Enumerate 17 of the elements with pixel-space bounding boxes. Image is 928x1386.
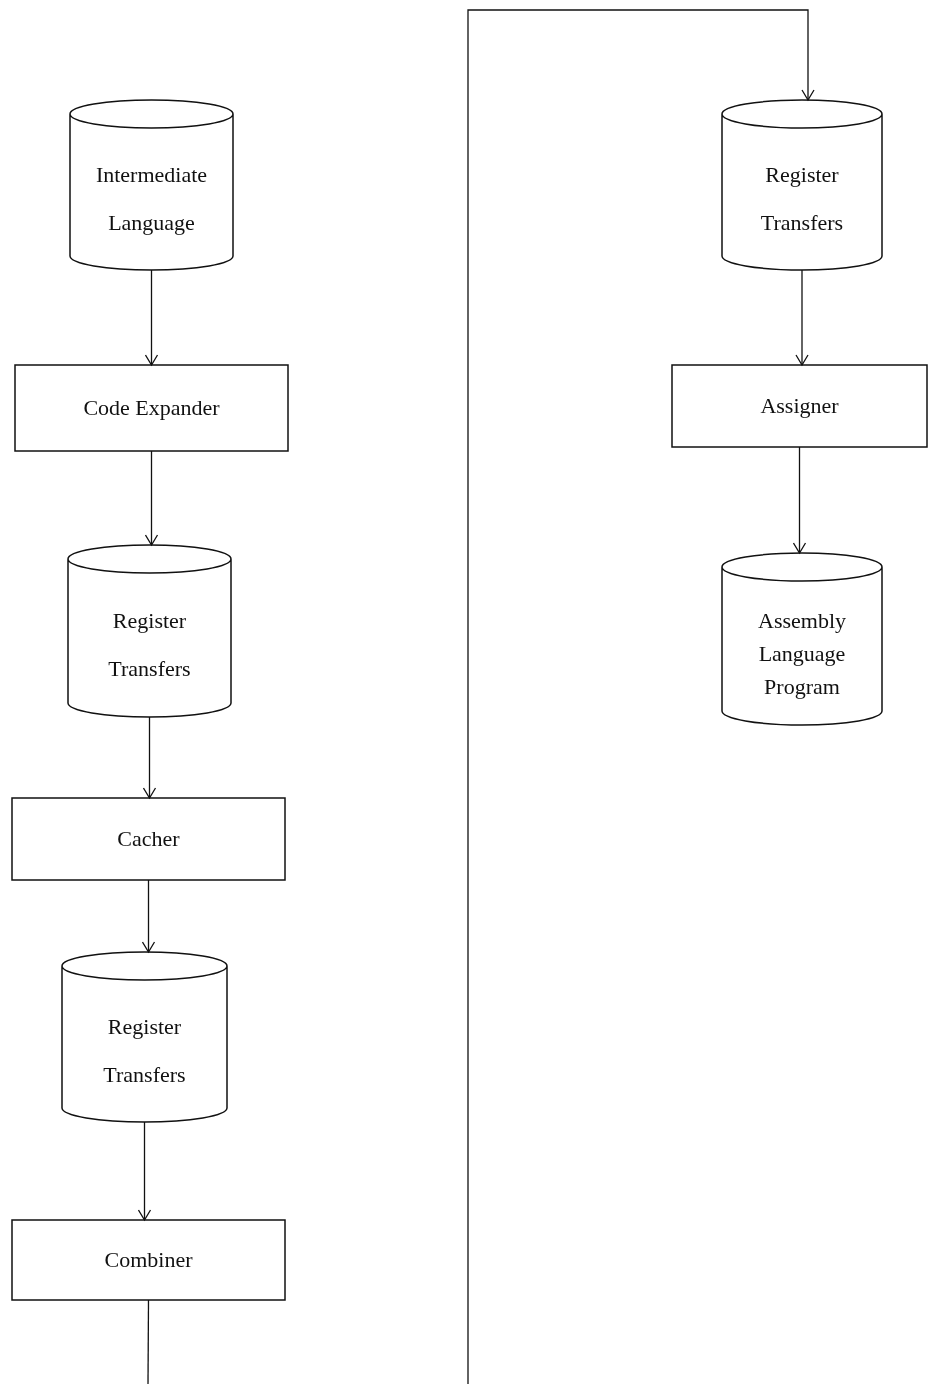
node-label: Code Expander — [83, 394, 220, 422]
node-label: Register Transfers — [107, 606, 192, 683]
node-label: Cacher — [117, 825, 180, 853]
arrow — [467, 9, 815, 1385]
node-label: Register Transfers — [759, 160, 845, 237]
node-label: Intermediate Language — [94, 160, 209, 237]
arrow — [795, 269, 809, 366]
node-label: Register Transfers — [102, 1012, 187, 1089]
arrow — [141, 879, 156, 953]
arrow — [144, 450, 159, 546]
arrow — [144, 269, 159, 366]
node-label: Assigner — [760, 392, 839, 420]
node-label: Combiner — [104, 1246, 193, 1274]
arrow — [137, 1121, 152, 1221]
node-label: Assembly Language Program — [757, 606, 847, 701]
arrow — [792, 446, 807, 554]
arrow — [142, 716, 157, 799]
